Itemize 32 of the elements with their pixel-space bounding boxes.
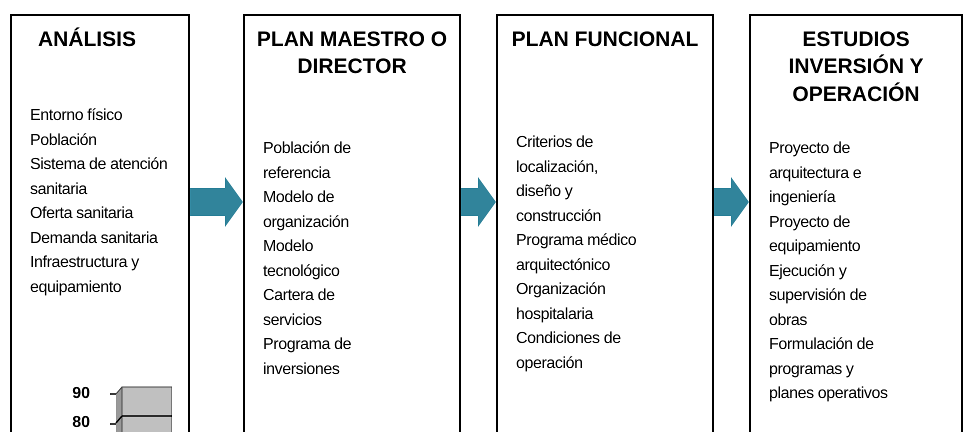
list-item: Infraestructura y equipamiento: [30, 253, 140, 298]
list-item: Cartera de servicios: [263, 286, 336, 330]
list-item: Organización hospitalaria: [516, 280, 606, 324]
stage-heading: ANÁLISIS: [36, 26, 137, 53]
list-item: Proyecto de arquitectura e ingeniería: [769, 139, 862, 208]
axis-tick-label: 80: [72, 414, 90, 432]
stage-heading: PLAN MAESTRO O DIRECTOR: [256, 27, 448, 80]
list-item: Oferta sanitaria: [30, 204, 134, 224]
list-item: Modelo de organización: [263, 188, 350, 232]
list-item: Modelo tecnológico: [263, 237, 341, 282]
list-item: Criterios de localización, diseño y construcción: [516, 133, 602, 226]
list-item: Población de referencia: [263, 139, 352, 184]
list-item: Condiciones de operación: [516, 329, 622, 374]
list-item: Formulación de programas y planes operativos: [769, 335, 889, 404]
list-item: Programa de inversiones: [263, 335, 352, 380]
list-item: Población: [30, 130, 98, 150]
stage-box: [749, 14, 963, 432]
list-item: Sistema de atención sanitaria: [30, 155, 168, 200]
axis-tick-label: 90: [72, 385, 90, 403]
block-arrow: [714, 177, 749, 227]
stage-box: [243, 14, 461, 432]
list-item: Ejecución y supervisión de obras: [769, 262, 868, 330]
stage-heading: PLAN FUNCIONAL: [510, 27, 700, 53]
block-arrow: [461, 177, 496, 227]
list-item: Entorno físico: [30, 106, 124, 126]
stage-box: [10, 14, 190, 432]
list-item: Demanda sanitaria: [30, 228, 159, 248]
stage-box: [496, 14, 714, 432]
list-item: Programa médico arquitectónico: [516, 231, 638, 276]
list-item: Proyecto de equipamiento: [769, 212, 862, 257]
stage-heading: ESTUDIOS INVERSIÓN Y OPERACIÓN: [788, 27, 924, 108]
block-arrow: [190, 177, 243, 227]
